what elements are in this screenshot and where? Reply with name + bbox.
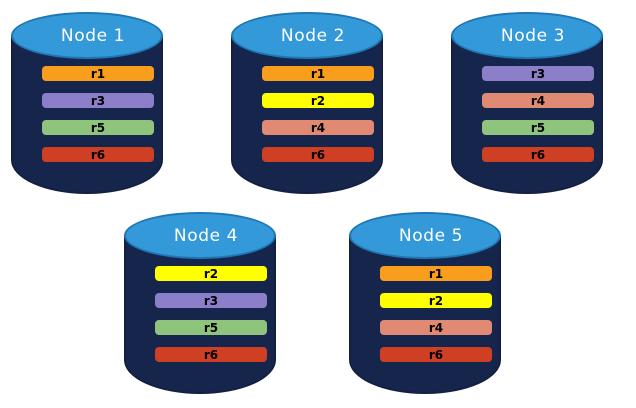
replica-bar[interactable]: r4 bbox=[262, 120, 374, 135]
replica-list: r2 r3 r5 r6 bbox=[155, 266, 267, 362]
database-node-5[interactable]: Node 5 r1 r2 r4 r6 bbox=[349, 212, 501, 394]
replica-bar[interactable]: r6 bbox=[262, 147, 374, 162]
replica-bar[interactable]: r1 bbox=[380, 266, 492, 281]
node-label: Node 4 bbox=[173, 225, 239, 246]
replica-bar[interactable]: r3 bbox=[42, 93, 154, 108]
node-cylinder-top bbox=[11, 12, 163, 59]
replica-bar[interactable]: r6 bbox=[380, 347, 492, 362]
replica-bar[interactable]: r4 bbox=[482, 93, 594, 108]
replica-bar[interactable]: r1 bbox=[42, 66, 154, 81]
database-node-1[interactable]: Node 1 r1 r3 r5 r6 bbox=[11, 12, 163, 194]
node-cylinder-top bbox=[451, 12, 603, 59]
replica-bar[interactable]: r2 bbox=[155, 266, 267, 281]
replica-bar[interactable]: r2 bbox=[262, 93, 374, 108]
node-label: Node 2 bbox=[280, 25, 346, 46]
node-cylinder-top bbox=[231, 12, 383, 59]
replica-bar[interactable]: r5 bbox=[155, 320, 267, 335]
database-node-3[interactable]: Node 3 r3 r4 r5 r6 bbox=[451, 12, 603, 194]
node-label: Node 1 bbox=[60, 25, 126, 46]
replica-bar[interactable]: r3 bbox=[482, 66, 594, 81]
database-node-2[interactable]: Node 2 r1 r2 r4 r6 bbox=[231, 12, 383, 194]
replica-list: r3 r4 r5 r6 bbox=[482, 66, 594, 162]
replica-bar[interactable]: r4 bbox=[380, 320, 492, 335]
replica-list: r1 r2 r4 r6 bbox=[380, 266, 492, 362]
replica-bar[interactable]: r5 bbox=[42, 120, 154, 135]
replica-bar[interactable]: r6 bbox=[42, 147, 154, 162]
replica-list: r1 r2 r4 r6 bbox=[262, 66, 374, 162]
replica-list: r1 r3 r5 r6 bbox=[42, 66, 154, 162]
replica-bar[interactable]: r3 bbox=[155, 293, 267, 308]
node-label: Node 5 bbox=[398, 225, 464, 246]
node-cylinder-top bbox=[349, 212, 501, 259]
replica-bar[interactable]: r6 bbox=[482, 147, 594, 162]
replica-bar[interactable]: r5 bbox=[482, 120, 594, 135]
node-label: Node 3 bbox=[500, 25, 566, 46]
replica-bar[interactable]: r6 bbox=[155, 347, 267, 362]
replica-bar[interactable]: r2 bbox=[380, 293, 492, 308]
database-node-4[interactable]: Node 4 r2 r3 r5 r6 bbox=[124, 212, 276, 394]
node-cylinder-top bbox=[124, 212, 276, 259]
replica-bar[interactable]: r1 bbox=[262, 66, 374, 81]
